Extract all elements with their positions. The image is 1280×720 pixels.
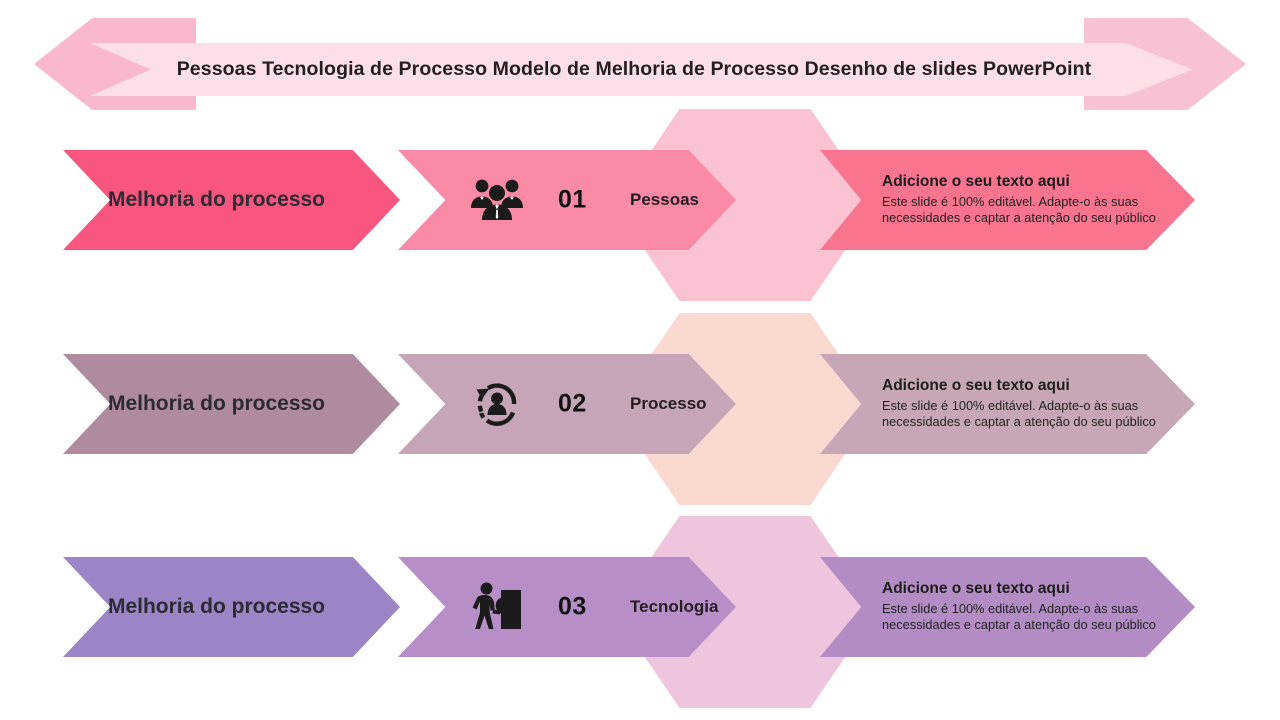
- row-2-description-body: Este slide é 100% editável. Adapte-o às …: [882, 398, 1156, 430]
- row-1-description-heading: Adicione o seu texto aqui: [882, 173, 1070, 191]
- row-3-description-block: Adicione o seu texto aqui Este slide é 1…: [882, 580, 1182, 634]
- title-banner: Pessoas Tecnologia de Processo Modelo de…: [34, 18, 1246, 110]
- row-3-label-chevron[interactable]: Melhoria do processo: [63, 557, 400, 657]
- row-2-description-chevron[interactable]: Adicione o seu texto aqui Este slide é 1…: [820, 354, 1195, 454]
- page-title: Pessoas Tecnologia de Processo Modelo de…: [176, 58, 1092, 80]
- process-row-2: Melhoria do processo: [0, 304, 1280, 514]
- row-2-description-block: Adicione o seu texto aqui Este slide é 1…: [882, 377, 1182, 431]
- process-row-3: Melhoria do processo 03 Tecnologia: [0, 507, 1280, 717]
- row-1-step-number: 01: [558, 185, 587, 214]
- people-group-icon: [468, 171, 526, 229]
- row-1-label-chevron[interactable]: Melhoria do processo: [63, 150, 400, 250]
- row-2-label-chevron[interactable]: Melhoria do processo: [63, 354, 400, 454]
- row-3-step-number: 03: [558, 592, 587, 621]
- presenter-chart-board-icon: [468, 578, 526, 636]
- row-2-description-heading: Adicione o seu texto aqui: [882, 377, 1070, 395]
- row-3-description-chevron[interactable]: Adicione o seu texto aqui Este slide é 1…: [820, 557, 1195, 657]
- row-2-step-number: 02: [558, 389, 587, 418]
- row-3-description-heading: Adicione o seu texto aqui: [882, 580, 1070, 598]
- process-cycle-person-icon: [468, 375, 526, 433]
- row-1-description-chevron[interactable]: Adicione o seu texto aqui Este slide é 1…: [820, 150, 1195, 250]
- title-bar: Pessoas Tecnologia de Processo Modelo de…: [90, 43, 1192, 96]
- row-1-label: Melhoria do processo: [107, 188, 326, 211]
- row-3-stage-name: Tecnologia: [630, 597, 719, 616]
- row-2-stage-chevron[interactable]: 02 Processo: [398, 354, 736, 454]
- row-1-description-block: Adicione o seu texto aqui Este slide é 1…: [882, 173, 1182, 227]
- row-1-stage-chevron[interactable]: 01 Pessoas: [398, 150, 736, 250]
- process-row-1: Melhoria do processo: [0, 100, 1280, 310]
- row-1-stage-name: Pessoas: [630, 190, 699, 209]
- row-2-label: Melhoria do processo: [107, 392, 326, 415]
- row-3-label: Melhoria do processo: [107, 595, 326, 618]
- row-3-stage-chevron[interactable]: 03 Tecnologia: [398, 557, 736, 657]
- row-3-description-body: Este slide é 100% editável. Adapte-o às …: [882, 601, 1156, 633]
- row-2-stage-name: Processo: [630, 394, 707, 413]
- row-1-description-body: Este slide é 100% editável. Adapte-o às …: [882, 194, 1156, 226]
